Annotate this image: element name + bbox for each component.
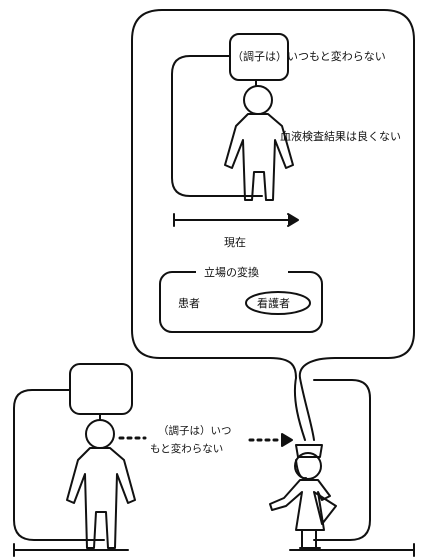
arrowhead-to-nurse [281, 433, 293, 447]
test-result-text: 血液検査結果は良くない [280, 129, 401, 143]
dotted-arrows [118, 436, 284, 442]
thought-bubble [131, 9, 415, 379]
inner-patient-figure [224, 85, 294, 201]
patient-figure [66, 419, 136, 549]
patient-loop [13, 389, 105, 541]
perspective-title: 立場の変換 [204, 265, 259, 279]
nurse-option-highlight [245, 291, 311, 315]
bottom-quote-line2: もと変わらない [150, 442, 223, 455]
nurse-loop [313, 379, 371, 541]
option-patient[interactable]: 患者 [178, 297, 200, 310]
now-label: 現在 [224, 236, 246, 249]
nurse-figure [269, 444, 337, 549]
bubble-quote-text: （調子は）いつもと変わらない [232, 49, 386, 63]
timeline-arrow [173, 213, 299, 227]
option-nurse[interactable]: 看護者 [257, 296, 290, 310]
bottom-quote-line1: （調子は）いつ [158, 424, 232, 437]
ground-lines [13, 543, 415, 557]
inner-loop [171, 55, 263, 197]
bubble-tail [293, 377, 315, 441]
patient-speech-box [69, 363, 133, 415]
